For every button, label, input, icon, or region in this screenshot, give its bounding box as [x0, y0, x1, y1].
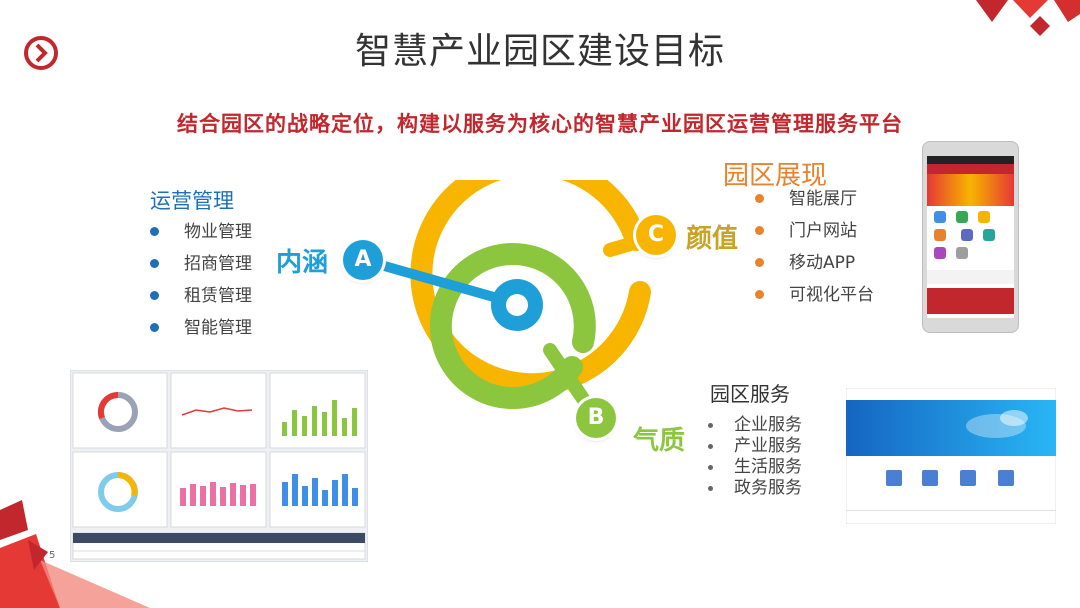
list-item: 租赁管理 — [150, 280, 252, 312]
corner-triangles-decoration — [0, 500, 150, 608]
list-item: 企业服务 — [708, 415, 802, 436]
badge-c: C — [636, 215, 676, 255]
ops-heading: 运营管理 — [150, 185, 234, 215]
target-diagram — [340, 180, 670, 440]
phone-screen — [927, 156, 1014, 318]
label-b: 气质 — [633, 420, 685, 457]
list-item: 智能展厅 — [755, 183, 874, 215]
list-item: 物业管理 — [150, 216, 252, 248]
ops-list: 物业管理 招商管理 租赁管理 智能管理 — [150, 216, 252, 344]
list-item: 智能管理 — [150, 312, 252, 344]
list-item: 移动APP — [755, 247, 874, 279]
list-item: 招商管理 — [150, 248, 252, 280]
badge-a: A — [343, 240, 383, 280]
phone-app-grid — [927, 206, 1014, 264]
website-mockup — [846, 388, 1056, 524]
badge-b: B — [576, 398, 616, 438]
page-subtitle: 结合园区的战略定位，构建以服务为核心的智慧产业园区运营管理服务平台 — [0, 108, 1080, 138]
label-a: 内涵 — [276, 242, 328, 279]
phone-mockup — [922, 141, 1019, 333]
services-heading: 园区服务 — [710, 378, 790, 407]
page-number: 5 — [49, 550, 55, 561]
phone-banner — [927, 174, 1014, 206]
list-item: 门户网站 — [755, 215, 874, 247]
display-list: 智能展厅 门户网站 移动APP 可视化平台 — [755, 183, 874, 311]
label-c: 颜值 — [686, 218, 738, 255]
list-item: 可视化平台 — [755, 279, 874, 311]
list-item: 政务服务 — [708, 478, 802, 499]
services-list: 企业服务 产业服务 生活服务 政务服务 — [708, 415, 802, 499]
list-item: 产业服务 — [708, 436, 802, 457]
list-item: 生活服务 — [708, 457, 802, 478]
page-title: 智慧产业园区建设目标 — [0, 22, 1080, 74]
